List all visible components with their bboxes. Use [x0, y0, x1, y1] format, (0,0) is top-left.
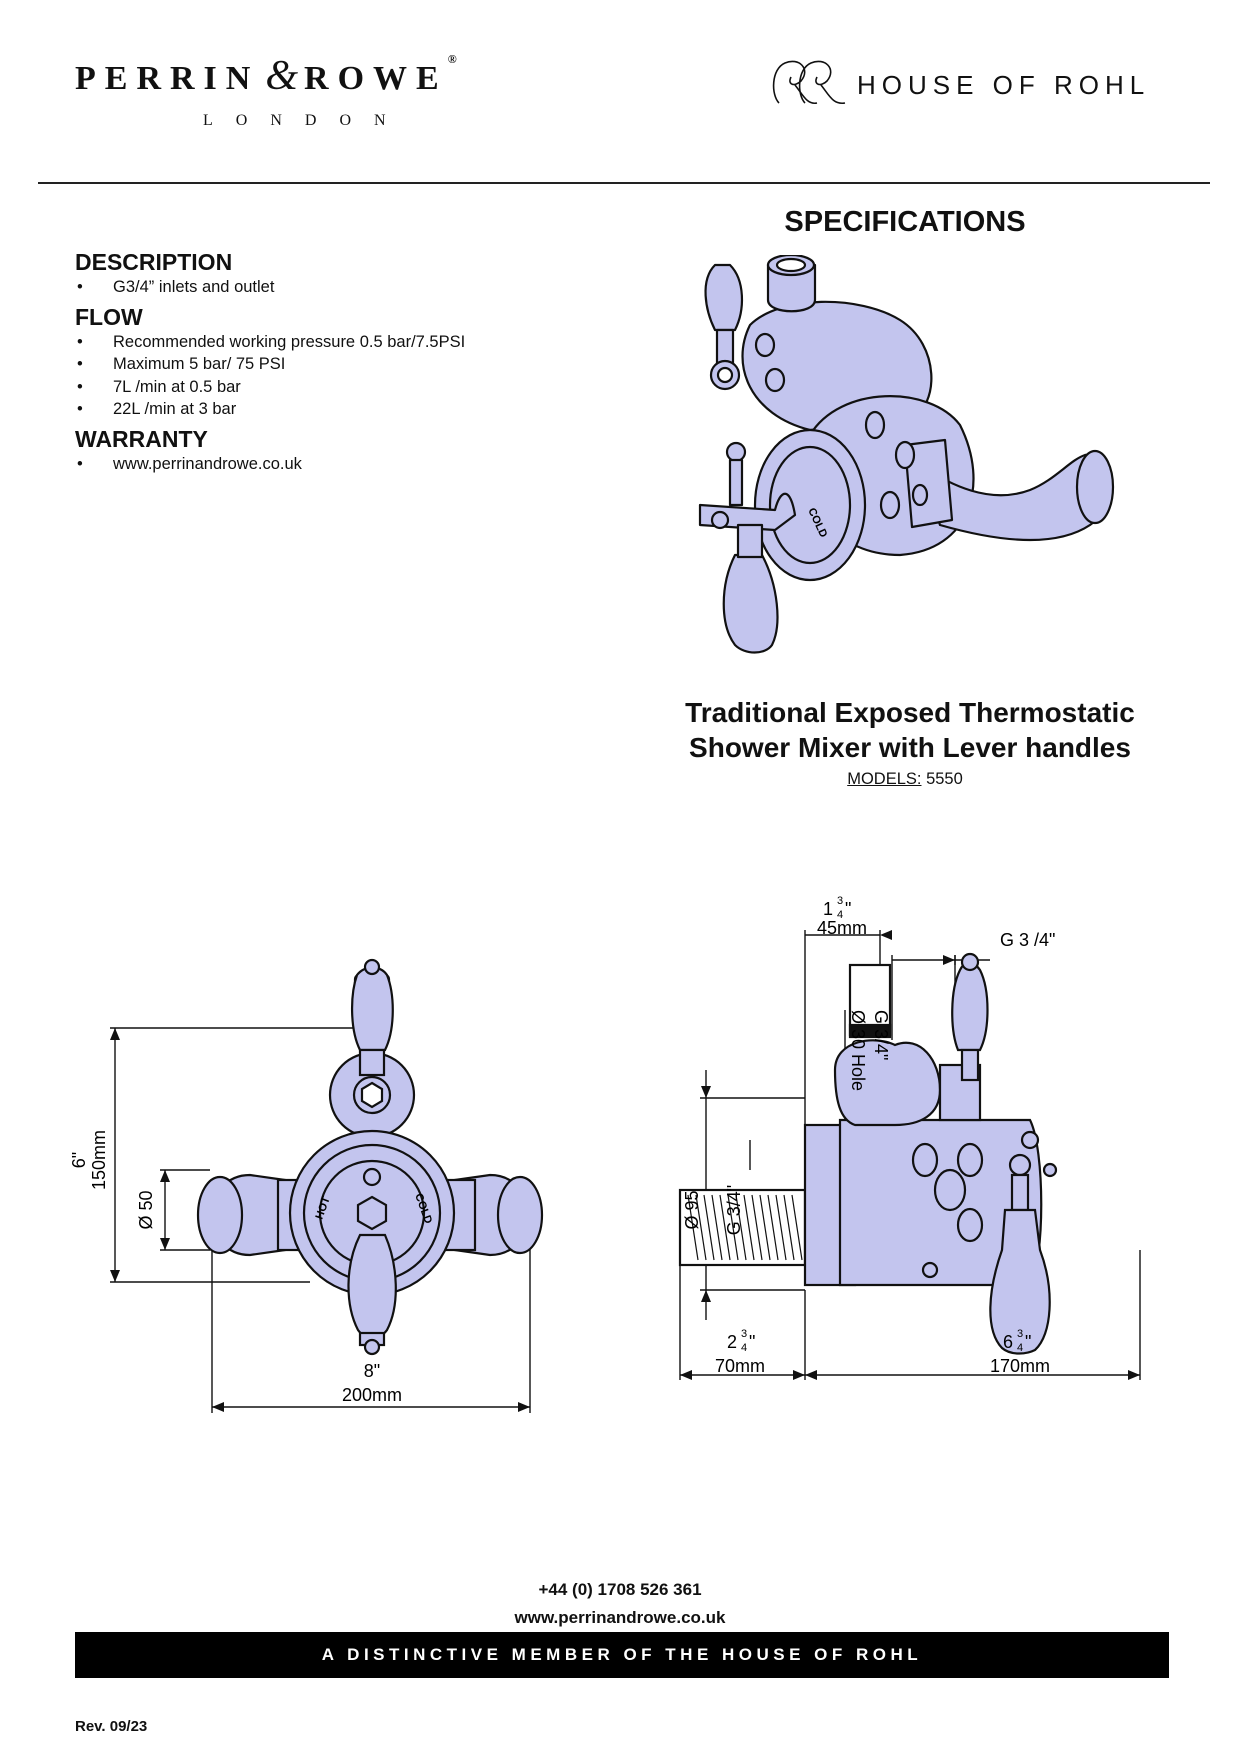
dim-right-mm: 170mm [990, 1356, 1050, 1376]
brand-name-part2: ROWE [304, 60, 448, 97]
dim-right-inch-suffix: " [1025, 1332, 1031, 1352]
list-item: Recommended working pressure 0.5 bar/7.5… [75, 331, 595, 354]
specifications-title: SPECIFICATIONS [784, 206, 1026, 238]
dim-left-inch-suffix: " [749, 1332, 755, 1352]
section-heading-flow: FLOW [75, 303, 143, 330]
product-title-line1: Traditional Exposed Thermostatic [685, 697, 1135, 728]
brand-subtitle: LONDON [203, 112, 409, 129]
dim-inlet-thread: G 3/4" [871, 1010, 891, 1060]
product-title: Traditional Exposed Thermostatic Shower … [600, 695, 1220, 765]
list-item: www.perrinandrowe.co.uk [75, 453, 595, 476]
dim-left-mm: 70mm [715, 1356, 765, 1376]
description-list: G3/4” inlets and outlet [75, 276, 595, 299]
header-divider [38, 182, 1210, 184]
product-title-line2: Shower Mixer with Lever handles [689, 732, 1131, 763]
models-label: MODELS: [847, 770, 922, 788]
monogram-icon: RR [772, 60, 846, 105]
front-dimensions [110, 1027, 531, 1413]
dim-left-inch-whole: 2 [727, 1332, 737, 1352]
upper-lever [951, 961, 989, 1052]
upper-lever [350, 966, 394, 1052]
side-elevation-drawing: 1 3 4 " 45mm G 3 /4" G 3/4" Ø 30 Hole Ø … [678, 895, 1141, 1380]
section-heading-description: DESCRIPTION [75, 249, 233, 275]
revision-label: Rev. 09/23 [75, 1718, 148, 1735]
contact-website[interactable]: www.perrinandrowe.co.uk [514, 1608, 726, 1627]
contact-phone: +44 (0) 1708 526 361 [538, 1580, 702, 1599]
union-nut [903, 438, 954, 529]
dim-width-mm: 200mm [342, 1385, 402, 1405]
dim-hole: Ø 30 Hole [848, 1010, 868, 1091]
top-outlet [766, 263, 817, 313]
dim-width-inch: 8" [364, 1361, 380, 1381]
section-heading-warranty: WARRANTY [75, 425, 208, 452]
front-lever [989, 1208, 1051, 1355]
dim-right-inch-den: 4 [1017, 1342, 1023, 1354]
front-elevation-drawing: HOT COLD 6" 150mm Ø 50 8" 200mm [69, 958, 544, 1413]
brand-name: PERRIN&ROWE® [75, 52, 515, 100]
dim-right-inch-whole: 6 [1003, 1332, 1013, 1352]
registered-mark: ® [447, 52, 457, 66]
dim-top-inch-den: 4 [837, 909, 843, 921]
list-item: 7L /min at 0.5 bar [75, 376, 595, 399]
brand-ampersand: & [265, 53, 299, 99]
dim-diameter: Ø 50 [136, 1190, 156, 1229]
dim-height-inch: 6" [69, 1152, 89, 1168]
dim-top-inch-whole: 1 [823, 899, 833, 919]
footer-banner: A DISTINCTIVE MEMBER OF THE HOUSE OF ROH… [75, 1632, 1169, 1678]
brand-logo-house-of-rohl: RR HOUSE OF ROHL [765, 55, 1185, 115]
flow-list: Recommended working pressure 0.5 bar/7.5… [75, 331, 595, 421]
list-item: Maximum 5 bar/ 75 PSI [75, 353, 595, 376]
brand-name-part1: PERRIN [75, 60, 260, 97]
partner-name: HOUSE OF ROHL [857, 70, 1151, 100]
dim-outlet-thread: G 3 /4" [1000, 930, 1055, 950]
dim-top-inch-suffix: " [845, 899, 851, 919]
front-lever-handle [722, 553, 779, 654]
product-isometric-drawing: COLD [698, 255, 1115, 654]
dim-diameter-95: Ø 95 [682, 1190, 702, 1229]
spec-sections: DESCRIPTION G3/4” inlets and outlet FLOW… [75, 248, 595, 479]
warranty-list: www.perrinandrowe.co.uk [75, 453, 595, 476]
dim-pipe-thread: G 3/4" [724, 1185, 744, 1235]
models-line: MODELS: 5550 [700, 770, 1110, 789]
upper-lever [704, 263, 744, 332]
front-arrowheads [110, 1028, 530, 1412]
lower-lever [347, 1233, 397, 1339]
dim-top-inch-num: 3 [837, 895, 843, 907]
list-item: 22L /min at 3 bar [75, 398, 595, 421]
list-item: G3/4” inlets and outlet [75, 276, 595, 299]
dim-height-mm: 150mm [89, 1130, 109, 1190]
dim-left-inch-num: 3 [741, 1328, 747, 1340]
dim-right-inch-num: 3 [1017, 1328, 1023, 1340]
dim-top-mm: 45mm [817, 918, 867, 938]
dim-left-inch-den: 4 [741, 1342, 747, 1354]
brand-logo-perrin-rowe: PERRIN&ROWE® LONDON [75, 52, 515, 130]
models-value: 5550 [926, 770, 963, 788]
